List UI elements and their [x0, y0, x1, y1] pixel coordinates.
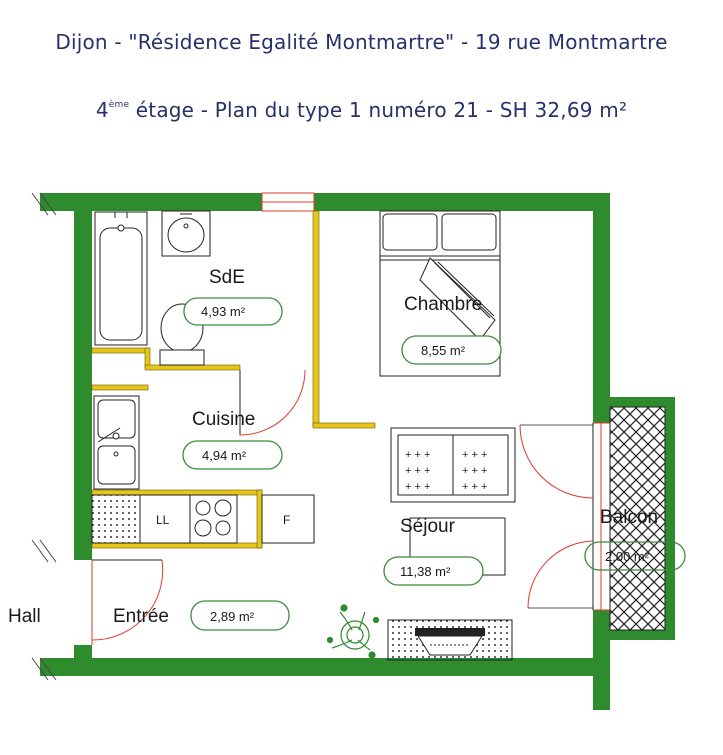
svg-text:+ + +: + + + [405, 481, 430, 493]
cooktop [189, 494, 238, 544]
svg-text:+ + +: + + + [405, 449, 430, 461]
room-label-cuisine: Cuisine [192, 409, 255, 430]
wall-top [40, 193, 610, 211]
partition-closet-left [256, 489, 263, 549]
area-value-chambre: 8,55 m² [421, 343, 466, 358]
partition-chambre-stub [312, 422, 376, 429]
partition-kitchen-top [91, 384, 149, 391]
svg-text:+ + +: + + + [462, 465, 487, 477]
wall-cut-marks [31, 192, 57, 681]
door-entry [91, 559, 164, 645]
area-badge-sde [183, 297, 283, 326]
room-label-entree: Entrée [113, 606, 169, 627]
wall-right-upper [593, 193, 610, 423]
area-value-sde: 4,93 m² [201, 304, 246, 319]
room-label-chambre: Chambre [404, 294, 482, 315]
balcony-wall-right [665, 397, 675, 640]
area-badge-cuisine [182, 440, 283, 470]
balcony-wall-top [610, 397, 675, 407]
area-badge-chambre [401, 335, 502, 365]
sofa: + + + + + + + + + + + + + + + + + + [390, 427, 516, 503]
door-balcony [519, 422, 611, 611]
svg-text:+ + +: + + + [405, 465, 430, 477]
balcony-floor [609, 406, 666, 631]
room-label-balcon: Balcon [600, 507, 658, 528]
washbasin [161, 210, 211, 257]
area-value-sejour: 11,38 m² [400, 564, 451, 579]
outer-walls [40, 193, 675, 710]
area-badge-balcon [584, 541, 686, 571]
floor-number: 4 [95, 98, 109, 122]
area-value-balcon: 2,00 m² [605, 549, 650, 564]
partition-sde-chambre [312, 210, 320, 427]
area-badge-sejour [383, 556, 484, 586]
plan-details: étage - Plan du type 1 numéro 21 - SH 32… [129, 98, 628, 122]
plan-subtitle: 4ème étage - Plan du type 1 numéro 21 - … [0, 98, 723, 122]
svg-text:+ + +: + + + [462, 481, 487, 493]
kitchen-sink [93, 395, 140, 490]
wall-right-lower [593, 610, 610, 710]
door-sde [239, 369, 306, 436]
area-badge-entree [190, 600, 290, 631]
wall-left-stub [74, 545, 92, 560]
fridge-label: F [283, 513, 290, 527]
partition-counter-top [91, 489, 263, 496]
fridge [261, 494, 315, 544]
wall-left-upper [74, 193, 92, 545]
wall-bottom [40, 658, 595, 676]
partition-sde-bottom-left [91, 347, 149, 354]
plan-title: Dijon - "Résidence Egalité Montmartre" -… [55, 30, 668, 54]
washing-machine-label: LL [156, 513, 170, 527]
kitchen-counter [91, 494, 141, 544]
bathtub [94, 211, 148, 346]
area-value-cuisine: 4,94 m² [202, 448, 247, 463]
svg-text:+ + +: + + + [462, 449, 487, 461]
window-top [261, 192, 315, 212]
partition-sde-bottom [144, 364, 241, 371]
tv-unit [387, 619, 513, 661]
room-label-hall: Hall [8, 606, 41, 627]
room-label-sejour: Séjour [400, 516, 456, 537]
area-value-entree: 2,89 m² [210, 609, 255, 624]
room-label-sde: SdE [209, 267, 245, 288]
floor-suffix: ème [108, 100, 130, 110]
partition-counter-bottom [91, 542, 263, 549]
plant-icon [326, 604, 380, 659]
washing-machine [139, 494, 191, 544]
balcony-wall-bottom [610, 630, 675, 640]
